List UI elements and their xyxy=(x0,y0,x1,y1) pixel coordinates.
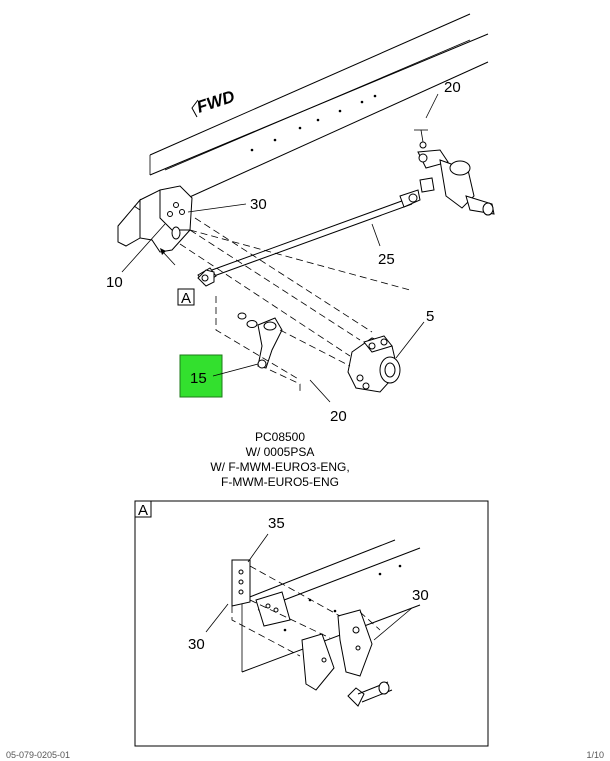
detail-callout-30-left: 30 xyxy=(188,603,229,653)
callout-20-top: 20 xyxy=(425,79,461,119)
caption-line-4: F-MWM-EURO5-ENG xyxy=(221,475,339,489)
footer-document-id: 05-079-0205-01 xyxy=(6,750,70,760)
steering-knuckle xyxy=(414,129,495,216)
frame-rail xyxy=(149,13,489,206)
footer-page-number: 1/10 xyxy=(586,750,604,760)
highlight-callout-15[interactable] xyxy=(179,354,223,398)
detail-frame-rail xyxy=(241,539,421,673)
detail-callout-30-right: 30 xyxy=(373,587,429,641)
caption-line-2: W/ 0005PSA xyxy=(246,445,315,459)
view-a-pointer xyxy=(160,248,176,266)
forward-direction-indicator: FWD xyxy=(191,87,237,118)
callout-5-steering-gear: 5 xyxy=(395,308,434,359)
detail-view-a: A xyxy=(134,500,489,747)
svg-text:30: 30 xyxy=(188,636,205,653)
svg-text:5: 5 xyxy=(426,308,434,325)
callout-20-bottom: 20 xyxy=(309,379,347,425)
forward-arrow-icon xyxy=(191,99,199,118)
callout-25-drag-link: 25 xyxy=(371,223,395,268)
detail-callout-35: 35 xyxy=(247,515,285,563)
caption-line-1: PC08500 xyxy=(255,430,305,444)
svg-text:30: 30 xyxy=(250,196,267,213)
applicability-caption: PC08500 W/ 0005PSA W/ F-MWM-EURO3-ENG, F… xyxy=(210,430,349,489)
forward-label: FWD xyxy=(194,87,237,117)
svg-text:A: A xyxy=(181,290,191,307)
svg-text:15: 15 xyxy=(190,370,207,387)
detail-bracket-plate xyxy=(231,559,251,607)
detail-bracket-parts xyxy=(255,591,393,707)
drag-link xyxy=(197,189,421,285)
svg-text:20: 20 xyxy=(330,408,347,425)
ball-stud xyxy=(197,269,215,287)
view-a-reference: A xyxy=(177,288,195,307)
callout-30-bracket: 30 xyxy=(187,196,267,213)
svg-text:20: 20 xyxy=(444,79,461,96)
steering-gear xyxy=(347,335,401,393)
steering-gear-bracket xyxy=(117,185,193,253)
footer: 05-079-0205-01 1/10 xyxy=(6,750,604,760)
svg-text:35: 35 xyxy=(268,515,285,532)
detail-phantom-lines xyxy=(231,565,381,657)
callout-15-pitman-arm[interactable]: 15 xyxy=(179,354,259,398)
svg-text:10: 10 xyxy=(106,274,123,291)
svg-text:25: 25 xyxy=(378,251,395,268)
callout-10-bracket: 10 xyxy=(106,223,166,291)
main-assembly-view: FWD xyxy=(106,13,495,425)
svg-text:30: 30 xyxy=(412,587,429,604)
caption-line-3: W/ F-MWM-EURO3-ENG, xyxy=(210,460,349,474)
pitman-arm xyxy=(237,312,283,369)
detail-view-label: A xyxy=(138,502,148,519)
phantom-lines xyxy=(179,217,411,392)
